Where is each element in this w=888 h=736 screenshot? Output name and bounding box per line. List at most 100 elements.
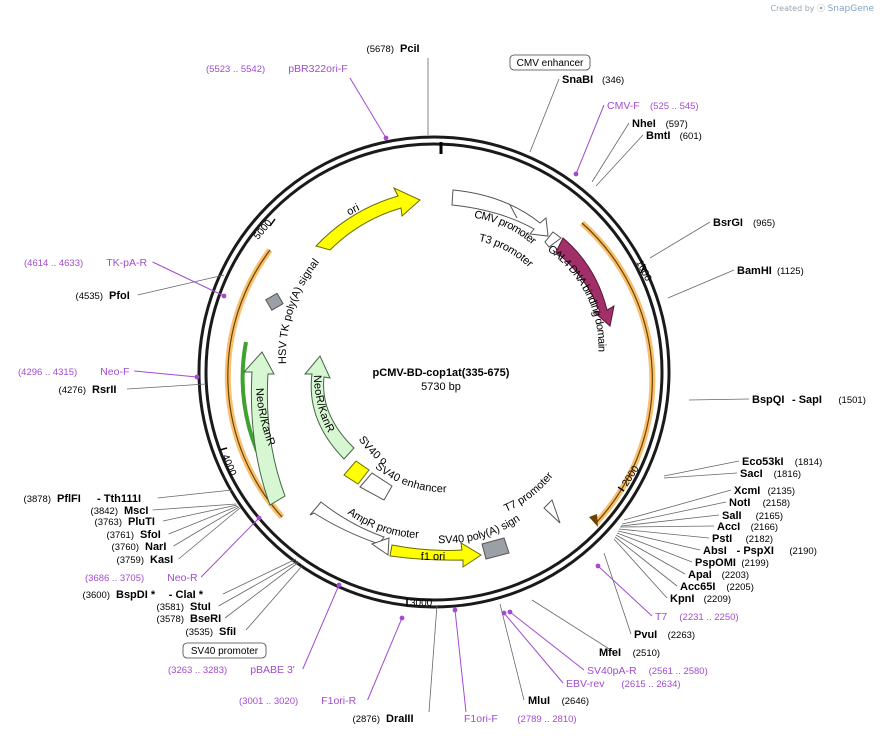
primer-name: F1ori-F [464, 713, 498, 725]
primer-range: (2789 .. 2810) [517, 714, 576, 725]
sv40-promoter-label: SV40 promoter [191, 646, 259, 657]
boxed-feature-cmv-enhancer: CMV enhancer [509, 54, 591, 71]
site-bamhi: BamHI(1125) [737, 265, 804, 277]
site-position: (5678) [367, 44, 394, 55]
ampr-promoter-head [370, 537, 390, 556]
primer-range: (5523 .. 5542) [206, 64, 265, 75]
site-name: StuI [190, 601, 211, 613]
site-position: (3600) [83, 590, 110, 601]
primer-name: Neo-R [167, 572, 198, 584]
primer-marks [194, 135, 601, 621]
site-position: (3760) [112, 542, 139, 553]
site-xcmi: XcmI(2135) [734, 485, 795, 497]
site-name: PvuI [634, 629, 657, 641]
primer-mark [256, 515, 262, 521]
site-position: (2190) [789, 546, 816, 557]
site-name: PluTI [128, 516, 155, 528]
site-acci: AccI(2166) [717, 521, 778, 533]
site-pluti: PluTI (3763) [95, 516, 155, 528]
site-name: AbsI [703, 545, 727, 557]
primer-labels: (5523 .. 5542) pBR322ori-F CMV-F(525 .. 54… [18, 63, 739, 725]
site-position: (2199) [741, 558, 768, 569]
snapgene-credit: Created by ⦿ SnapGene [770, 3, 874, 14]
site-position: (4276) [59, 385, 86, 396]
site-name: MscI [124, 505, 148, 517]
site-pflfi: PflFI(3878)- Tth111I [24, 493, 142, 505]
site-position: (2646) [562, 696, 589, 707]
site-name: PflFI [57, 493, 81, 505]
site-sfii: SfiI(3535) [186, 626, 237, 638]
cmv-enhancer-label: CMV enhancer [517, 58, 584, 69]
site-name: BspQI [752, 394, 784, 406]
site-name: SnaBI [562, 74, 593, 86]
primer-mark [221, 293, 227, 299]
site-name: MfeI [599, 647, 621, 659]
site-name: NotI [729, 497, 750, 509]
site-position: (965) [753, 218, 775, 229]
site-pspomi: PspOMI(2199) [695, 557, 769, 569]
primer-range: (2561 .. 2580) [649, 666, 708, 677]
site-mlui: MluI(2646) [528, 695, 589, 707]
site-name: NarI [145, 541, 166, 553]
site-bmti: BmtI(601) [646, 130, 702, 142]
site-bspdi: BspDI *(3600)- ClaI * [83, 589, 204, 601]
site-eco53ki: Eco53kI (1814) [742, 456, 822, 468]
t3-promoter-arrow [544, 231, 562, 248]
site-name: BsrGI [713, 217, 743, 229]
site-position: (2165) [756, 511, 783, 522]
site-position: (1125) [777, 266, 804, 277]
cmv-enhancer-divider [509, 204, 518, 219]
site-absi: AbsI- PspXI(2190) [703, 545, 817, 557]
site-position: (346) [602, 75, 624, 86]
site-name: PfoI [109, 290, 130, 302]
neor-kanr-inner-arrow [303, 355, 355, 460]
backbone-inner [204, 142, 664, 602]
primer-cmv-f: CMV-F(525 .. 545) [607, 100, 699, 112]
primer-name: pBR322ori-F [288, 63, 348, 75]
site-position: (1814) [795, 457, 822, 468]
primer-tk-pa-r: (4614 .. 4633)TK-pA-R [24, 257, 147, 269]
site-position: (3763) [95, 517, 122, 528]
f1-ori-label: f1 ori [421, 551, 445, 563]
sv40-enhancer-box [359, 472, 393, 501]
credit-brand: SnapGene [827, 4, 874, 14]
ori-arrow [315, 186, 421, 251]
site-position: (2182) [746, 534, 773, 545]
hsv-polya-label: HSV TK poly(A) signal [277, 257, 322, 365]
neor-kanr-outer-arrow [242, 351, 286, 506]
site-name: Acc65I [680, 581, 715, 593]
site-bspqi: BspQI- SapI(1501) [752, 394, 866, 406]
site-rsrii: RsrII(4276) [59, 384, 117, 396]
site-position: (3581) [157, 602, 184, 613]
site-position: (3842) [91, 506, 118, 517]
primer-name: SV40pA-R [587, 665, 637, 677]
site-sali: SalI (2165) [722, 510, 783, 522]
primer-range: (2615 .. 2634) [621, 679, 680, 690]
site-position: (2203) [722, 570, 749, 581]
site-name: SfoI [140, 529, 161, 541]
site-stui: StuI (3581) [157, 601, 211, 613]
orange-arc-gal4-line [581, 222, 653, 524]
primer-name: Neo-F [100, 366, 129, 378]
site-pfoi: PfoI(4535) [76, 290, 130, 302]
orange-arc-neo-line [227, 249, 283, 518]
site-name: SalI [722, 510, 742, 522]
site-position: (3578) [157, 614, 184, 625]
primer-mark [336, 582, 342, 588]
t7-promoter-arrow [543, 499, 561, 524]
site-position: (2510) [633, 648, 660, 659]
f1-ori-arrow [389, 542, 482, 568]
plasmid-length: 5730 bp [421, 381, 461, 393]
primer-name: pBABE 3' [250, 664, 295, 676]
site-bseri: BseRI(3578) [157, 613, 222, 625]
site-alias: - SapI [792, 394, 822, 406]
site-position: (2205) [726, 582, 753, 593]
site-name: NheI [632, 118, 656, 130]
site-name: Eco53kI [742, 456, 784, 468]
site-name: BmtI [646, 130, 670, 142]
site-apai: ApaI(2203) [688, 569, 749, 581]
site-noti: NotI(2158) [729, 497, 790, 509]
site-psti: PstI(2182) [712, 533, 773, 545]
primer-mark [501, 610, 507, 616]
